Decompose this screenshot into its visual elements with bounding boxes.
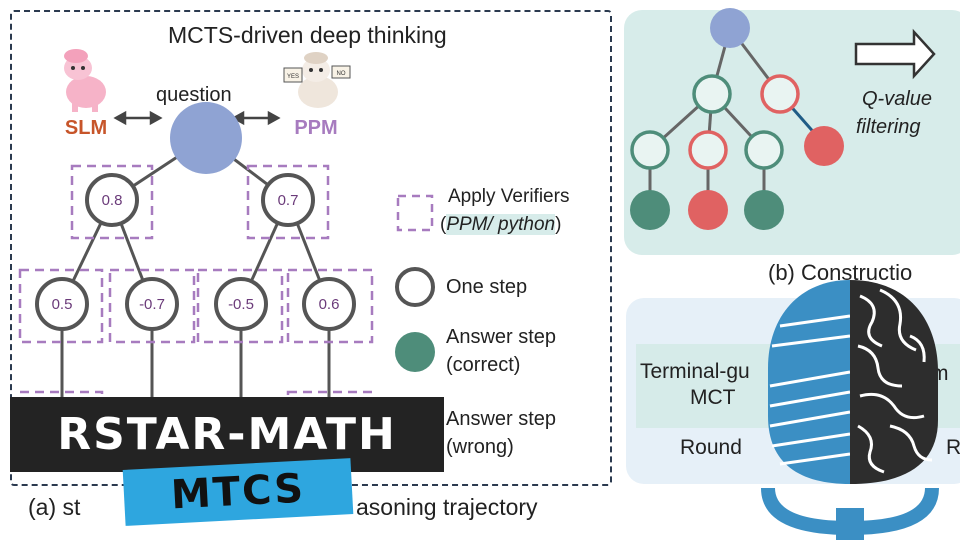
right-arrow-icon <box>854 28 936 80</box>
ppm-arrow-icon <box>231 110 281 126</box>
slm-arrow-icon <box>113 110 163 126</box>
legend-verifiers-italic: PPM/ python <box>446 214 556 235</box>
qvalue-tree-diagram <box>630 8 936 230</box>
legend-one-step: One step <box>446 276 528 298</box>
banner-subtitle: MTCS <box>169 465 307 519</box>
legend-verifiers-line2: (PPM/ python) <box>440 214 562 235</box>
right-letter: R <box>946 436 960 459</box>
legend-correct-icon <box>395 332 435 372</box>
legend-wrong-line2: (wrong) <box>446 436 514 458</box>
round-label: Round <box>680 436 742 459</box>
qvalue-line2: filtering <box>856 116 921 138</box>
step-nodes <box>35 173 356 331</box>
question-label: question <box>156 84 232 106</box>
caption-a-left: (a) st <box>28 494 81 520</box>
node-value-3: 0.5 <box>52 296 73 313</box>
subtitle-banner: MTCS <box>122 458 354 526</box>
sign-yes: YES <box>287 74 299 80</box>
title-banner: RSTAR-MATH <box>10 397 444 472</box>
terminal-line2: MCT <box>690 386 736 409</box>
terminal-line1: Terminal-gu <box>640 360 750 383</box>
ppm-alpaca-icon: YES NO <box>283 52 351 108</box>
banner-title: RSTAR-MATH <box>57 409 397 460</box>
slm-alpaca-icon <box>64 49 106 112</box>
panel-a-title: MCTS-driven deep thinking <box>168 22 447 48</box>
legend-correct-line2: (correct) <box>446 354 521 376</box>
sign-no: NO <box>337 71 346 77</box>
node-value-4: -0.7 <box>139 296 165 313</box>
ppm-label: PPM <box>294 117 337 139</box>
caption-a-right: asoning trajectory <box>356 494 538 520</box>
slm-label: SLM <box>65 117 107 139</box>
podcast-brain-mic-icon <box>761 280 939 540</box>
node-value-6: 0.6 <box>319 296 340 313</box>
qvalue-line1: Q-value <box>862 88 933 110</box>
legend-one-step-icon <box>395 267 435 307</box>
node-value-5: -0.5 <box>228 296 254 313</box>
node-value-2: 0.7 <box>278 192 299 209</box>
legend-verifier-icon <box>396 194 434 232</box>
legend-correct-line1: Answer step <box>446 326 557 348</box>
legend-verifiers-line1: Apply Verifiers <box>448 186 570 207</box>
legend-wrong-line1: Answer step <box>446 408 557 430</box>
mcts-tree-diagram: 0.8 0.7 0.5 -0.7 -0.5 0.6 SLM YES NO PPM <box>18 49 435 454</box>
question-node <box>170 102 242 174</box>
node-value-1: 0.8 <box>102 192 123 209</box>
